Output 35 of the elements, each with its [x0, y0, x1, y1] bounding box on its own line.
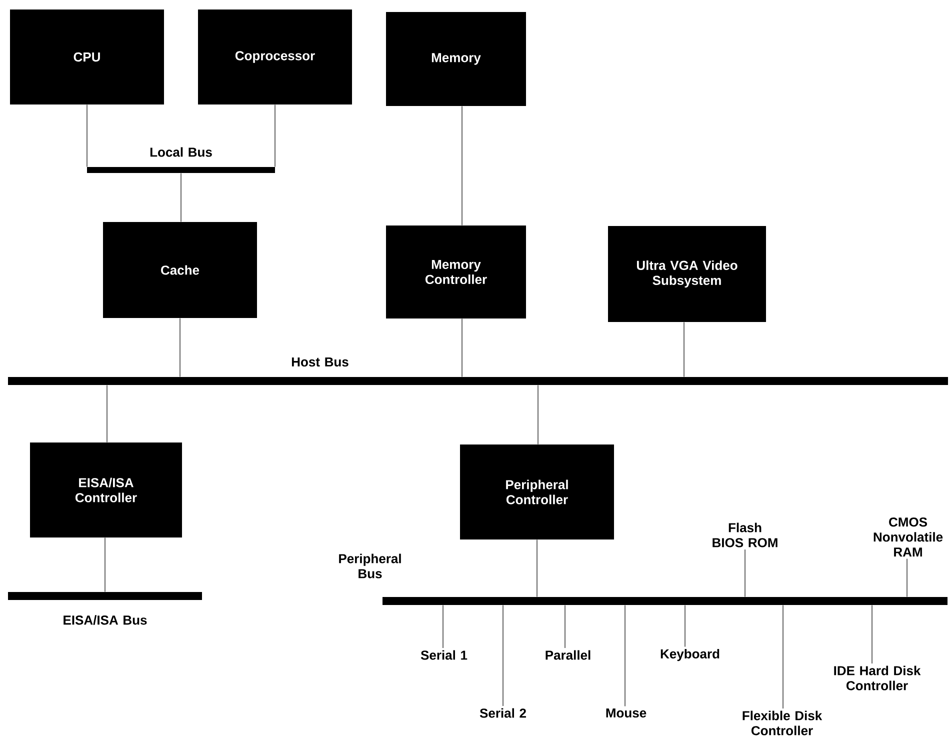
component-box: Ultra VGA Video Subsystem: [608, 226, 766, 322]
device-label: Serial 2: [480, 708, 526, 718]
bus-line: [104, 537, 106, 592]
component-box: Peripheral Controller: [460, 444, 614, 540]
bus-line: [274, 104, 276, 168]
bus-label: Host Bus: [292, 357, 348, 367]
bus-line: [684, 604, 686, 648]
component-box: Memory Controller: [386, 226, 526, 318]
device-label: Flexible Disk Controller: [742, 710, 822, 736]
device-label: CMOS Nonvolatile RAM: [874, 517, 943, 557]
device-label: IDE Hard Disk Controller: [834, 666, 921, 690]
device-label: Parallel: [546, 650, 590, 660]
component-box: CPU: [10, 10, 164, 104]
bus-line: [86, 104, 88, 168]
component-box: Cache: [103, 222, 257, 318]
component-box: Memory: [386, 12, 526, 106]
bus-line: [442, 604, 444, 648]
bus-label: EISA/ISA Bus: [64, 615, 147, 625]
bus-line: [782, 604, 784, 709]
bus-line: [624, 604, 626, 707]
device-label: Flash BIOS ROM: [712, 522, 778, 548]
component-box: Coprocessor: [198, 10, 352, 104]
component-box: EISA/ISA Controller: [30, 442, 182, 538]
bus-label: Peripheral Bus: [339, 554, 401, 578]
bus-line: [744, 549, 746, 598]
bus-line: [536, 539, 538, 598]
bus-line: [906, 558, 908, 598]
bus-line: [564, 604, 566, 648]
device-label: Mouse: [606, 708, 646, 718]
bus-line: [106, 384, 108, 443]
device-label: Keyboard: [660, 648, 720, 662]
bus-label: Local Bus: [150, 147, 212, 157]
bus-line: [180, 172, 182, 222]
bus-line: [502, 604, 504, 706]
device-label: Serial 1: [420, 650, 468, 660]
